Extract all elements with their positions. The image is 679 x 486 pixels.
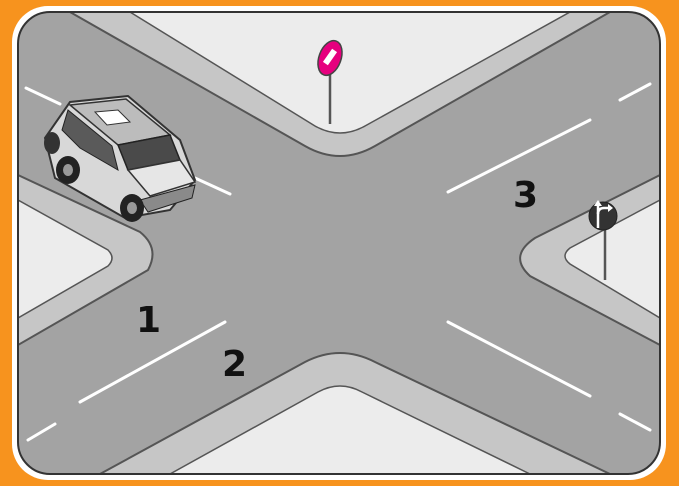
position-label-3: 3	[513, 175, 538, 216]
top-lot	[127, 12, 573, 134]
position-label-2: 2	[222, 344, 247, 385]
lane-markings	[24, 82, 652, 442]
bottom-lot	[167, 385, 531, 474]
position-label-1: 1	[136, 300, 161, 341]
car-icon	[43, 94, 197, 222]
right-lot	[564, 198, 660, 320]
card-outline	[17, 11, 661, 475]
no-entry-sign	[317, 39, 343, 124]
right-turn-or-straight-only-sign	[588, 200, 618, 280]
left-lot	[18, 198, 113, 320]
